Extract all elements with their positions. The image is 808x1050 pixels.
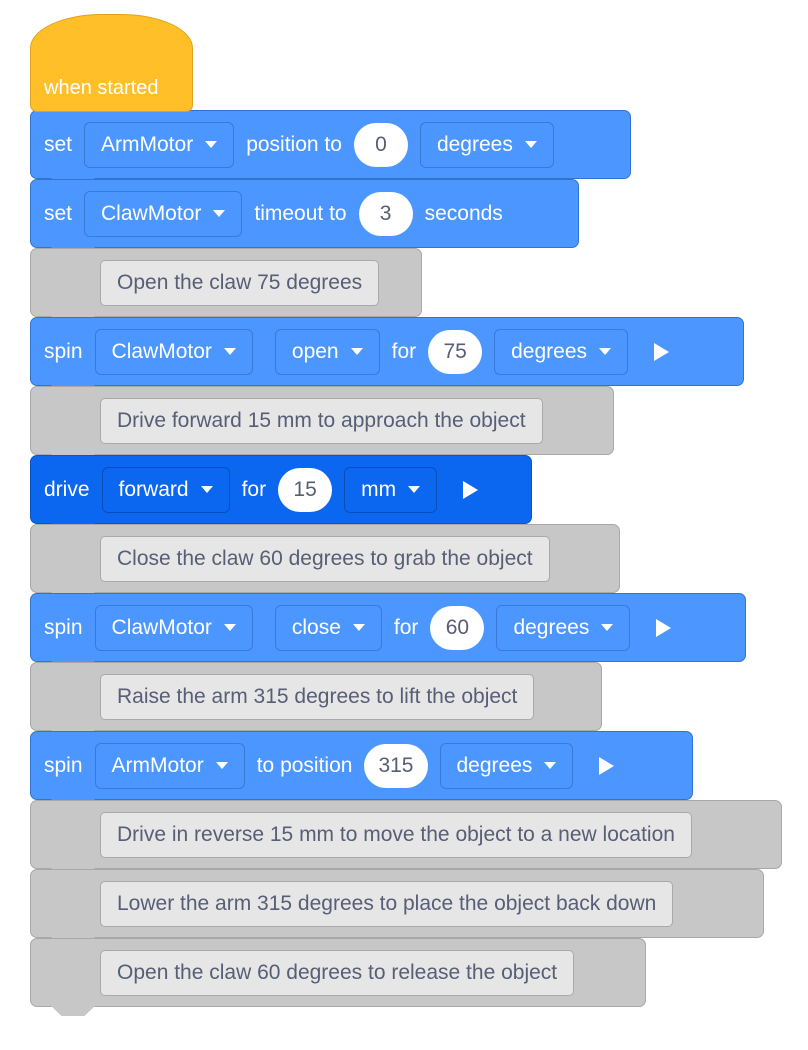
- comment-block[interactable]: Raise the arm 315 degrees to lift the ob…: [30, 662, 602, 731]
- value-input[interactable]: 0: [353, 122, 408, 167]
- chevron-down-icon: [213, 210, 226, 217]
- unit-dropdown[interactable]: mm: [344, 466, 438, 513]
- block-verb: spin: [44, 339, 83, 363]
- comment-text[interactable]: Drive forward 15 mm to approach the obje…: [100, 397, 543, 444]
- comment-text[interactable]: Close the claw 60 degrees to grab the ob…: [100, 535, 550, 582]
- chevron-down-icon: [223, 348, 236, 355]
- chevron-down-icon: [215, 762, 228, 769]
- chevron-down-icon: [223, 624, 236, 631]
- unit-label: seconds: [424, 201, 503, 225]
- spin-for-block[interactable]: spin ClawMotor open for 75 degrees: [30, 317, 744, 386]
- comment-text[interactable]: Drive in reverse 15 mm to move the objec…: [100, 811, 692, 858]
- block-verb: spin: [44, 753, 83, 777]
- comment-block[interactable]: Lower the arm 315 degrees to place the o…: [30, 869, 764, 938]
- motor-dropdown[interactable]: ArmMotor: [84, 121, 235, 168]
- unit-dropdown[interactable]: degrees: [439, 742, 574, 789]
- unit-dropdown-label: degrees: [456, 753, 533, 777]
- block-text: position to: [246, 132, 342, 156]
- chevron-down-icon: [524, 141, 537, 148]
- block-text: for: [393, 615, 419, 639]
- value-input[interactable]: 315: [364, 743, 428, 788]
- chevron-down-icon: [352, 624, 365, 631]
- block-text: for: [241, 477, 267, 501]
- comment-block[interactable]: Open the claw 75 degrees: [30, 248, 422, 317]
- direction-dropdown[interactable]: forward: [101, 466, 230, 513]
- motor-dropdown-label: ClawMotor: [111, 339, 212, 363]
- motor-dropdown-label: ArmMotor: [111, 753, 204, 777]
- motor-dropdown-label: ArmMotor: [101, 132, 194, 156]
- when-started-hat-block[interactable]: when started: [30, 14, 193, 112]
- unit-dropdown[interactable]: degrees: [419, 121, 554, 168]
- play-icon[interactable]: [656, 618, 672, 637]
- chevron-down-icon: [350, 348, 363, 355]
- block-verb: set: [44, 201, 73, 225]
- spin-for-block[interactable]: spin ClawMotor close for 60 degrees: [30, 593, 746, 662]
- value-input[interactable]: 15: [278, 467, 333, 512]
- comment-block[interactable]: Open the claw 60 degrees to release the …: [30, 938, 646, 1007]
- comment-text[interactable]: Open the claw 75 degrees: [100, 259, 380, 306]
- value-input[interactable]: 75: [428, 329, 483, 374]
- unit-dropdown-label: mm: [361, 477, 397, 501]
- set-timeout-block[interactable]: set ClawMotor timeout to 3 seconds: [30, 179, 579, 248]
- hat-label: when started: [44, 77, 159, 99]
- value-input[interactable]: 60: [430, 605, 485, 650]
- unit-dropdown-label: degrees: [511, 339, 588, 363]
- play-icon[interactable]: [463, 480, 479, 499]
- value-input[interactable]: 3: [358, 191, 413, 236]
- chevron-down-icon: [544, 762, 557, 769]
- comment-text[interactable]: Open the claw 60 degrees to release the …: [100, 949, 575, 996]
- unit-dropdown[interactable]: degrees: [494, 328, 629, 375]
- motor-dropdown[interactable]: ClawMotor: [94, 328, 253, 375]
- direction-dropdown[interactable]: open: [274, 328, 380, 375]
- block-verb: spin: [44, 615, 83, 639]
- motor-dropdown-label: ClawMotor: [111, 615, 212, 639]
- chevron-down-icon: [601, 624, 614, 631]
- drive-for-block[interactable]: drive forward for 15 mm: [30, 455, 532, 524]
- chevron-down-icon: [599, 348, 612, 355]
- direction-dropdown-label: open: [291, 339, 339, 363]
- unit-dropdown-label: degrees: [436, 132, 513, 156]
- block-text: to position: [256, 753, 353, 777]
- play-icon[interactable]: [654, 342, 670, 361]
- comment-text[interactable]: Lower the arm 315 degrees to place the o…: [100, 880, 674, 927]
- motor-dropdown-label: ClawMotor: [101, 201, 202, 225]
- block-verb: set: [44, 132, 73, 156]
- play-icon[interactable]: [599, 756, 615, 775]
- block-text: for: [391, 339, 417, 363]
- spin-to-position-block[interactable]: spin ArmMotor to position 315 degrees: [30, 731, 693, 800]
- motor-dropdown[interactable]: ClawMotor: [84, 190, 243, 237]
- block-text: timeout to: [254, 201, 347, 225]
- direction-dropdown[interactable]: close: [274, 604, 382, 651]
- block-verb: drive: [44, 477, 90, 501]
- chevron-down-icon: [200, 486, 213, 493]
- direction-dropdown-label: close: [291, 615, 341, 639]
- direction-dropdown-label: forward: [118, 477, 189, 501]
- unit-dropdown[interactable]: degrees: [496, 604, 631, 651]
- motor-dropdown[interactable]: ArmMotor: [94, 742, 245, 789]
- chevron-down-icon: [205, 141, 218, 148]
- set-position-block[interactable]: set ArmMotor position to 0 degrees: [30, 110, 631, 179]
- unit-dropdown-label: degrees: [513, 615, 590, 639]
- chevron-down-icon: [408, 486, 421, 493]
- comment-block[interactable]: Drive in reverse 15 mm to move the objec…: [30, 800, 782, 869]
- comment-text[interactable]: Raise the arm 315 degrees to lift the ob…: [100, 673, 535, 720]
- motor-dropdown[interactable]: ClawMotor: [94, 604, 253, 651]
- comment-block[interactable]: Drive forward 15 mm to approach the obje…: [30, 386, 614, 455]
- comment-block[interactable]: Close the claw 60 degrees to grab the ob…: [30, 524, 620, 593]
